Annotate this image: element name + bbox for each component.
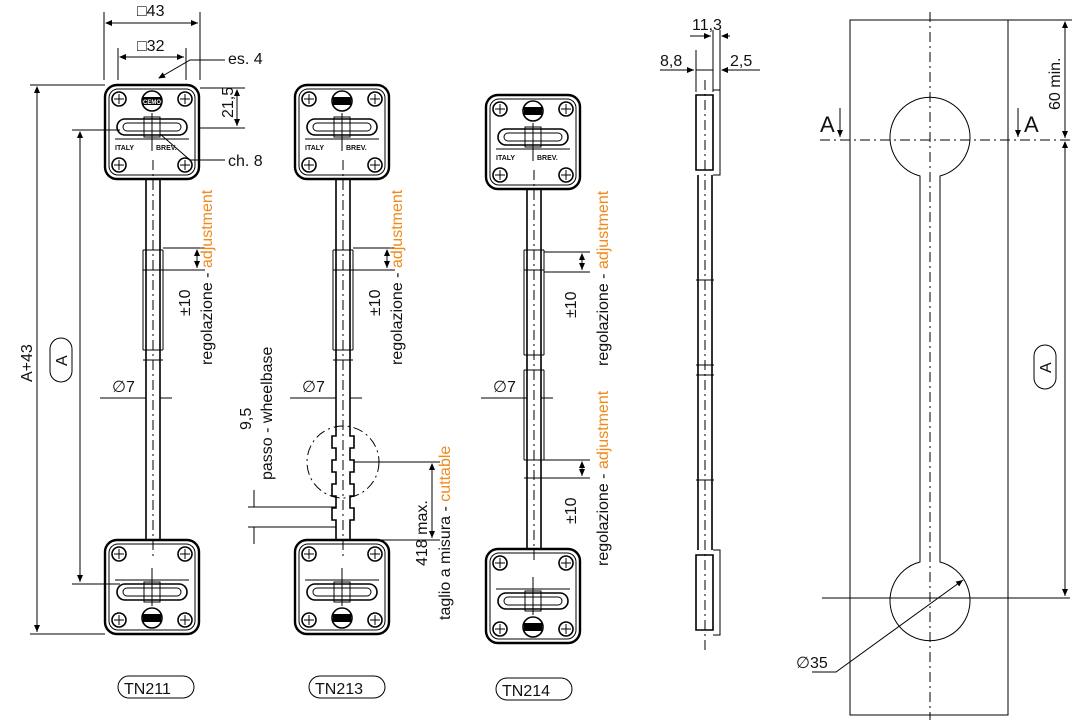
model-label-tn214: TN214 (502, 683, 550, 700)
cuttable-label: taglio a misura - cuttable (437, 446, 454, 620)
dim-60-min: 60 min. (1047, 58, 1064, 110)
dim-ch8: ch. 8 (228, 153, 263, 170)
plate-brev-text: BREV. (156, 145, 177, 152)
plate-italy-text: ITALY (496, 155, 515, 162)
tn214-drawing (481, 93, 590, 701)
plate-brev-text: BREV. (537, 155, 558, 162)
adjust-label-tn213: regolazione - adjustment (389, 189, 406, 365)
dim-a-tn211: A (54, 355, 71, 366)
dim-2-5: 2,5 (730, 53, 752, 70)
dim-sq32: □32 (137, 38, 165, 55)
adjust-label-tn214-lower: regolazione - adjustment (595, 390, 612, 566)
dim-418: 418 max. (414, 500, 431, 566)
plate-brev-text: BREV. (346, 145, 367, 152)
dim-es4: es. 4 (228, 51, 263, 68)
adjust-label-tn211: regolazione - adjustment (199, 189, 216, 365)
adjust-label-tn214-upper: regolazione - adjustment (595, 190, 612, 366)
plate-italy-text: ITALY (305, 145, 324, 152)
dim-8-8: 8,8 (660, 53, 682, 70)
dim-a-plus-43: A+43 (19, 344, 36, 382)
section-a-left: A (820, 112, 835, 137)
model-label-tn213: TN213 (315, 681, 363, 698)
cutout-view (812, 12, 1072, 720)
dim-pm10-tn213: ±10 (367, 289, 384, 316)
dim-a-cutout: A (1038, 362, 1055, 373)
model-label-tn211: TN211 (124, 681, 171, 698)
passo-label: passo - wheelbase (259, 346, 276, 480)
plate-italy-text: ITALY (115, 145, 134, 152)
side-view (660, 30, 760, 650)
tn213-drawing (248, 83, 440, 699)
dim-sq43: □43 (137, 3, 165, 20)
tn211-drawing (30, 12, 245, 699)
dim-9-5: 9,5 (238, 408, 255, 430)
dim-pm10-tn211: ±10 (177, 289, 194, 316)
dim-phi7-tn214: ∅7 (493, 379, 516, 396)
dim-phi7-tn211: ∅7 (112, 379, 135, 396)
dim-21-5: 21,5 (220, 87, 237, 118)
dim-phi35: ∅35 (796, 655, 828, 672)
dim-11-3: 11,3 (692, 17, 722, 34)
dim-pm10-tn214-upper: ±10 (563, 291, 580, 318)
tn211-label-frame (117, 675, 195, 699)
section-a-right: A (1024, 112, 1039, 137)
dim-phi7-tn213: ∅7 (302, 379, 325, 396)
dim-pm10-tn214-lower: ±10 (563, 497, 580, 524)
plate-brand-logo: CEMO (143, 100, 161, 106)
